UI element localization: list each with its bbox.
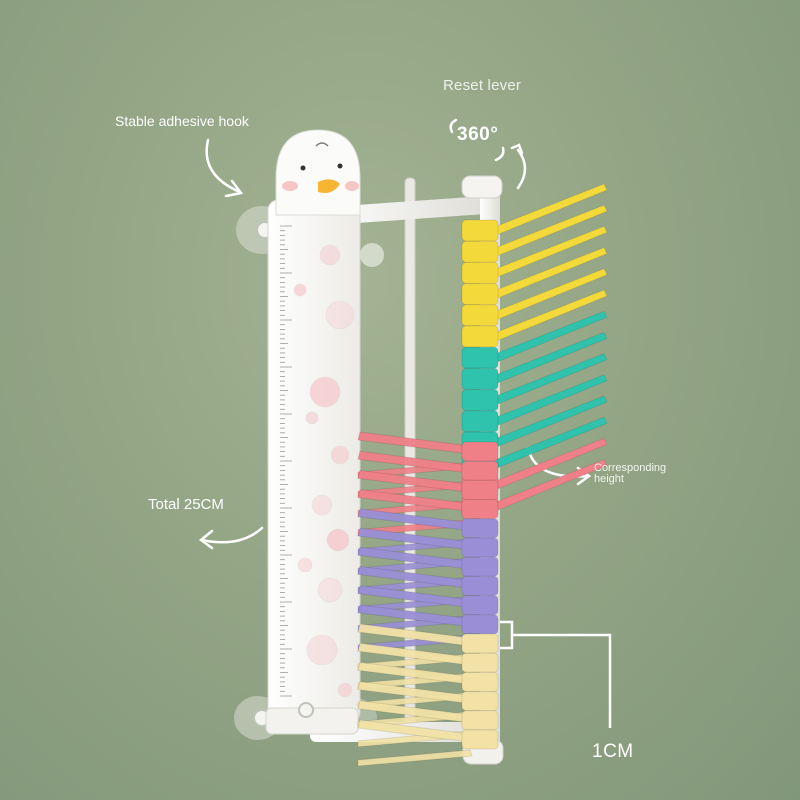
total-length-label: Total 25CM [148,496,224,513]
arm-segment [461,518,499,539]
adhesive-hook-label: Stable adhesive hook [115,113,249,129]
arm-segment [461,614,499,635]
ruler-board [265,199,361,735]
arm-segment [461,219,499,242]
arm-segment [461,325,499,348]
arm-segment [461,652,499,673]
arm-segment [461,499,499,520]
arm-segment [461,367,499,390]
arm-segment [461,575,499,596]
rotation-label: 360° [457,124,499,145]
arm-segment [461,633,499,654]
arm-segment [461,710,499,731]
arm-segment [461,671,499,692]
rotation-arrow-icon [449,118,527,190]
increment-bracket [500,620,612,728]
arm-hub [461,219,499,750]
arm-segment [461,595,499,616]
arm-segment [461,537,499,558]
arm-segment [461,304,499,327]
ruler-scale-icon [280,225,292,697]
arm-segment [461,283,499,306]
arm-segment [461,441,499,462]
arm-segment [461,691,499,712]
hook-arrow [205,138,244,198]
arm-segment [461,479,499,500]
hanger-arm [357,719,473,767]
arm-segment [461,261,499,284]
duck-head-icon [275,129,361,216]
arm-segment [461,410,499,433]
arm-segment [461,460,499,481]
arm-segment [461,240,499,263]
increment-label: 1CM [592,741,634,762]
reset-lever-label: Reset lever [443,77,522,94]
arm-segment [461,556,499,577]
arm-segment [461,389,499,412]
corresponding-height-label: Corresponding height [594,462,667,485]
pink-dots [293,244,355,698]
total-arrow [198,526,264,550]
arm-segment [461,346,499,369]
arm-segment [461,729,499,750]
